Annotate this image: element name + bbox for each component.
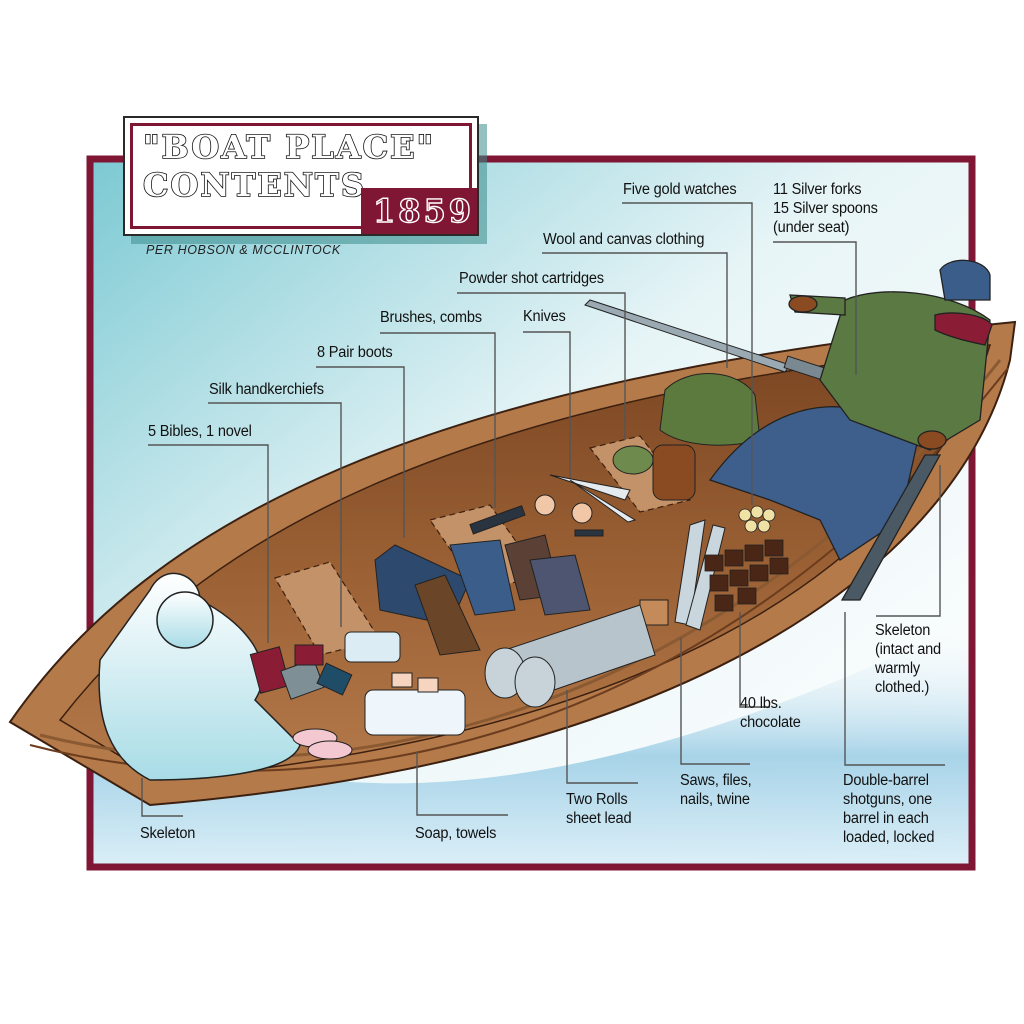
title-line-1: "BOAT PLACE" [142, 127, 436, 167]
label-skeleton-stern: Skeleton (intact and warmly clothed.) [875, 621, 941, 697]
year-badge: 1859 [361, 188, 477, 234]
leader-wool-canvas [542, 252, 728, 368]
label-line: warmly [875, 660, 921, 677]
subtitle: PER HOBSON & MCCLINTOCK [146, 243, 341, 257]
label-line: Skeleton [875, 622, 931, 639]
leader-powder-shot [457, 292, 626, 440]
label-bibles-novel: 5 Bibles, 1 novel [148, 423, 252, 440]
label-line: Two Rolls [566, 791, 628, 808]
skeleton-figure-stern [708, 259, 993, 601]
label-silver-forks: 11 Silver forks 15 Silver spoons (under … [773, 180, 878, 237]
title-line-2: CONTENTS [142, 165, 366, 205]
leader-bibles-novel [148, 444, 269, 643]
title-inner-border [130, 123, 472, 229]
label-wool-canvas-clothing: Wool and canvas clothing [543, 231, 705, 248]
saws [639, 519, 726, 631]
label-silk-handkerchiefs: Silk handkerchiefs [209, 381, 324, 398]
leader-skeleton-bow [141, 778, 183, 817]
label-skeleton-bow: Skeleton [140, 825, 196, 842]
leader-five-gold-watches [622, 202, 753, 505]
leader-chocolate [739, 612, 770, 708]
boots [374, 534, 591, 656]
year-text: 1859 [372, 191, 475, 230]
leader-shotguns [844, 612, 945, 766]
label-soap-towels: Soap, towels [415, 825, 497, 842]
label-line: 11 Silver forks [773, 181, 862, 198]
leader-skeleton-stern [876, 465, 941, 617]
label-line: barrel in each [843, 810, 929, 827]
label-pair-boots: 8 Pair boots [317, 344, 393, 361]
leader-lines [141, 202, 945, 817]
label-line: nails, twine [680, 791, 750, 808]
clothing-pile [659, 373, 761, 446]
label-saws-files: Saws, files, nails, twine [680, 771, 752, 809]
sheet-lead-rolls [484, 604, 656, 708]
label-line: sheet lead [566, 810, 632, 827]
label-powder-shot-cartridges: Powder shot cartridges [459, 270, 604, 287]
label-line: Saws, files, [680, 772, 752, 789]
leader-pair-boots [316, 366, 405, 538]
slippers [292, 728, 353, 760]
brushes-combs [469, 494, 604, 537]
leader-soap-towels [416, 752, 508, 816]
label-line: Double-barrel [843, 772, 929, 789]
leader-saws-files [680, 638, 750, 765]
label-line: shotguns, one [843, 791, 933, 808]
label-five-gold-watches: Five gold watches [623, 181, 737, 198]
water [90, 620, 972, 867]
label-chocolate: 40 lbs. chocolate [740, 694, 801, 732]
leader-silk-handkerchiefs [208, 402, 342, 627]
leader-knives [523, 331, 571, 478]
knives [549, 474, 637, 523]
leader-silver-forks [773, 241, 857, 375]
label-line: (intact and [875, 641, 941, 658]
skeleton-figure-bow [98, 572, 301, 781]
label-line: 40 lbs. [740, 695, 782, 712]
books [249, 644, 353, 700]
label-knives: Knives [523, 308, 566, 325]
leader-sheet-lead [566, 690, 638, 784]
chocolate [704, 539, 789, 612]
rifle [584, 299, 827, 381]
title-block: "BOAT PLACE" CONTENTS 1859 [123, 116, 479, 236]
label-line: loaded, locked [843, 829, 935, 846]
gold-watches [738, 505, 776, 533]
label-sheet-lead: Two Rolls sheet lead [566, 790, 632, 828]
label-shotguns: Double-barrel shotguns, one barrel in ea… [843, 771, 935, 847]
label-line: chocolate [740, 714, 801, 731]
label-line: (under seat) [773, 219, 850, 236]
label-brushes-combs: Brushes, combs [380, 309, 482, 326]
label-line: clothed.) [875, 679, 930, 696]
leader-brushes-combs [380, 332, 496, 508]
towels [344, 631, 466, 736]
label-line: 15 Silver spoons [773, 200, 878, 217]
powder-barrel [612, 444, 696, 501]
